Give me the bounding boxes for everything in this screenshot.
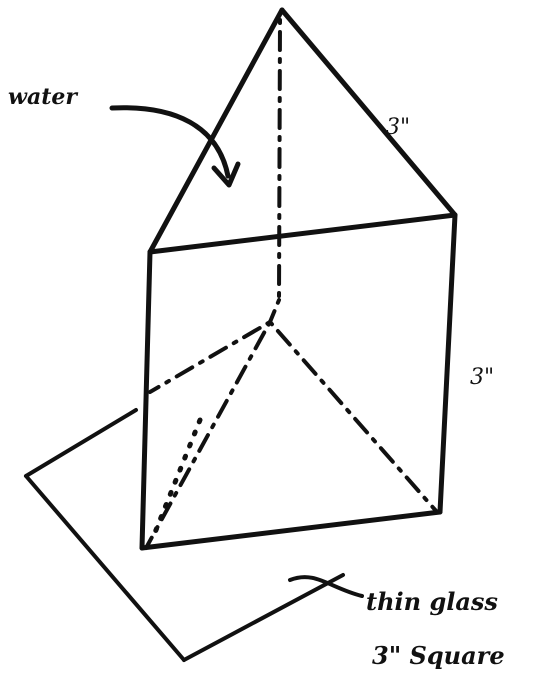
water-label: water	[8, 84, 78, 110]
glass-label-line1: thin glass	[366, 587, 498, 616]
glass-plate-edge-front	[24, 474, 186, 662]
hidden-top-to-inner-vertex	[268, 298, 281, 324]
front-right-vertical	[437, 212, 458, 515]
glass-label-line2: 3" Square	[372, 641, 505, 670]
front-left-vertical	[139, 249, 153, 551]
prism-outline	[139, 7, 458, 551]
hidden-vertical-edge	[277, 18, 282, 302]
edge-side-dimension-label: 3"	[470, 365, 494, 390]
water-arrow-head	[211, 161, 241, 188]
hidden-base-edge	[149, 417, 203, 543]
top-edge-right	[279, 7, 458, 218]
hidden-inner-to-left	[148, 320, 272, 394]
bottom-front-edge	[139, 509, 443, 551]
hidden-inner-to-back-bottom	[144, 320, 272, 550]
water-arrow	[109, 105, 241, 188]
hidden-inner-to-right-bottom	[268, 320, 439, 514]
top-edge-front	[147, 212, 458, 255]
water-arrow-shaft	[109, 105, 231, 179]
edge-top-dimension-label: 3"	[386, 115, 410, 140]
hidden-edges	[144, 18, 439, 550]
glass-leader-line	[288, 575, 364, 598]
glass-plate-edge-right	[182, 573, 345, 662]
glass-plate-edge-left	[24, 408, 138, 478]
top-edge-left	[147, 7, 285, 255]
glass-plate	[24, 408, 345, 662]
